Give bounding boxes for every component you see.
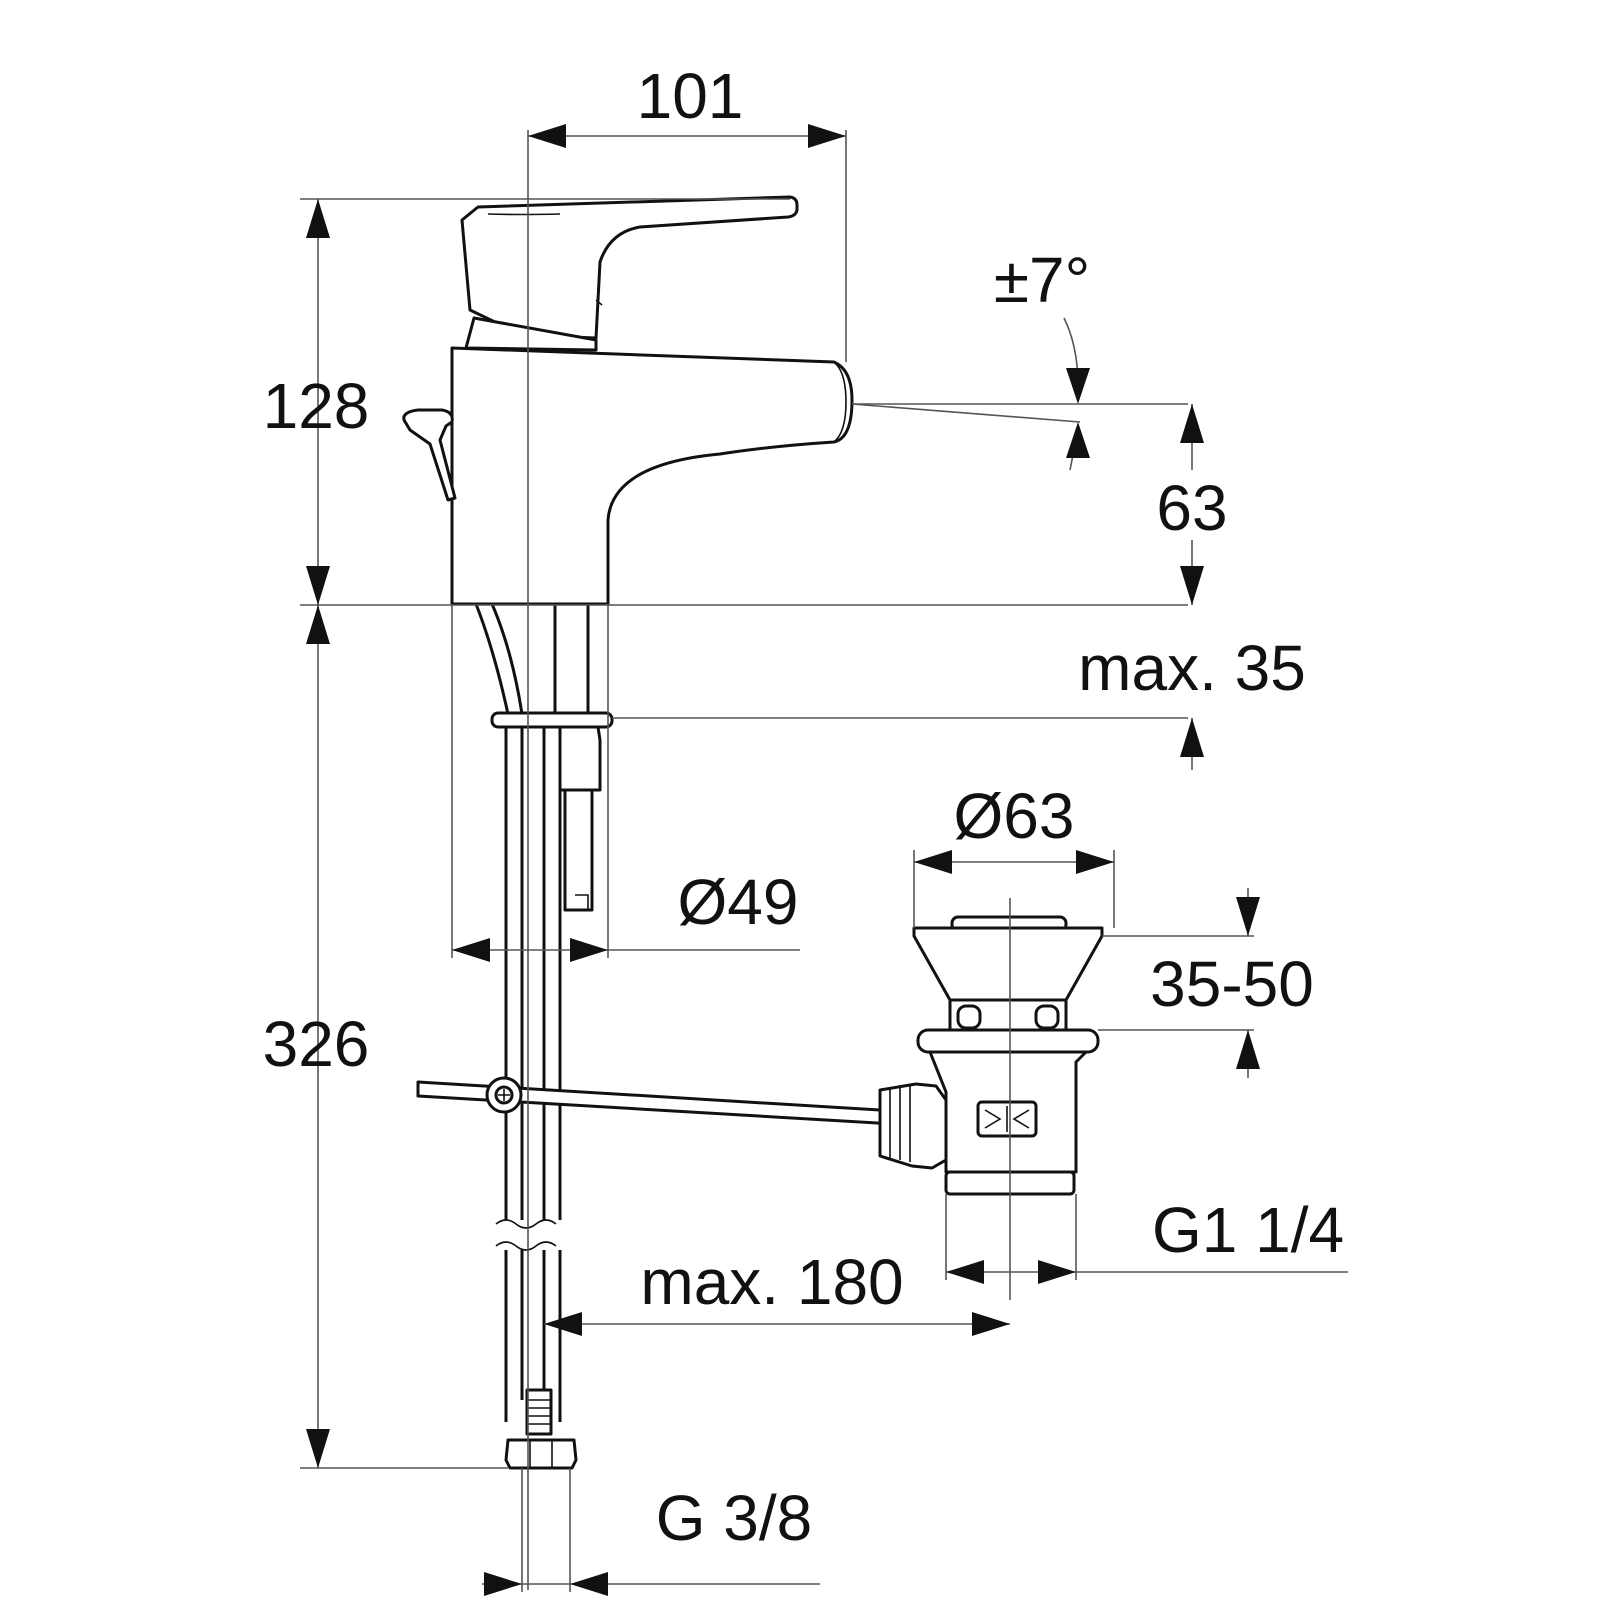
- label-height-upper: 128: [263, 370, 370, 442]
- dim-326-arrow-top: [306, 605, 330, 644]
- rod-clamp-screw: [498, 1089, 510, 1101]
- dim-49-arrow-right: [570, 938, 608, 962]
- dim-d63-arrow-left: [914, 850, 952, 874]
- label-max-thickness: max. 35: [1078, 632, 1306, 704]
- label-drain-diameter: Ø63: [954, 780, 1075, 852]
- faucet-body: [450, 346, 854, 606]
- pipe-break: [495, 1219, 557, 1251]
- spout-aerator: [833, 361, 847, 443]
- dim-35-arrow: [1180, 718, 1204, 757]
- lever-handle-detail: [487, 213, 603, 306]
- dimension-lines: [300, 124, 1348, 1596]
- mounting-shank: [553, 602, 590, 716]
- lever-handle: [460, 195, 799, 340]
- label-width-top: 101: [637, 60, 744, 132]
- dim-326-arrow-bottom: [306, 1429, 330, 1468]
- dim-d63-arrow-right: [1076, 850, 1114, 874]
- supply-connector: [525, 1388, 553, 1436]
- dim-g114-arrow-right: [1038, 1260, 1076, 1284]
- faucet-assembly: [402, 195, 854, 1470]
- tilt-arrow-up: [1066, 422, 1090, 458]
- stud-end: [575, 894, 589, 910]
- dim-180-arrow-left: [544, 1312, 582, 1336]
- dim-180-arrow-right: [972, 1312, 1010, 1336]
- label-rod-length: max. 180: [640, 1246, 903, 1318]
- supply-pipe-lower: [504, 1250, 562, 1422]
- label-height-lower: 326: [263, 1008, 370, 1080]
- drain-slot-right: [1034, 1004, 1060, 1030]
- tilt-arrow-down: [1066, 368, 1090, 404]
- fixing-nut: [558, 725, 602, 792]
- spout-tilt-line: [851, 403, 1081, 423]
- dim-3550-arrow-top: [1236, 897, 1260, 936]
- flex-hose-curve: [474, 603, 524, 715]
- fixing-washer: [490, 711, 614, 729]
- label-spout-height: 63: [1156, 472, 1227, 544]
- label-drain-range: 35-50: [1150, 948, 1314, 1020]
- dim-101-arrow-left: [528, 124, 566, 148]
- dim-63-arrow-top: [1180, 404, 1204, 443]
- dim-63-arrow-bottom: [1180, 566, 1204, 605]
- drain-rod-socket-lines: [889, 1086, 911, 1162]
- supply-connector-rings: [527, 1399, 551, 1425]
- popup-rod-assembly: [416, 1076, 914, 1127]
- threaded-stud: [563, 788, 594, 912]
- dim-128-arrow-bottom: [306, 566, 330, 605]
- dim-101-arrow-right: [808, 124, 846, 148]
- label-drain-thread: G1 1/4: [1152, 1194, 1344, 1266]
- cartridge-neck: [464, 316, 598, 352]
- drain-rod-socket: [878, 1082, 948, 1170]
- label-base-diameter: Ø49: [678, 866, 799, 938]
- supply-nut: [504, 1438, 578, 1470]
- label-supply-thread: G 3/8: [656, 1482, 813, 1554]
- popup-knob: [402, 408, 457, 502]
- supply-nut-flats: [529, 1440, 553, 1468]
- dim-g38-arrow-left: [484, 1572, 522, 1596]
- dim-49-arrow-left: [452, 938, 490, 962]
- dim-g114-arrow-left: [946, 1260, 984, 1284]
- dimension-labels: 101 128 326 ±7° 63 max. 35 Ø49 Ø63 35-50…: [263, 60, 1344, 1554]
- drain-assembly: [878, 898, 1104, 1300]
- drain-logo-icon: [984, 1106, 1030, 1132]
- dim-g38-arrow-right: [570, 1572, 608, 1596]
- dim-128-arrow-top: [306, 199, 330, 238]
- dim-3550-arrow-bottom: [1236, 1030, 1260, 1069]
- drain-nut: [916, 1028, 1100, 1054]
- drain-flange: [912, 926, 1104, 1002]
- supply-pipe: [504, 727, 562, 1220]
- drain-slot-left: [956, 1004, 982, 1030]
- label-tilt: ±7°: [994, 244, 1090, 316]
